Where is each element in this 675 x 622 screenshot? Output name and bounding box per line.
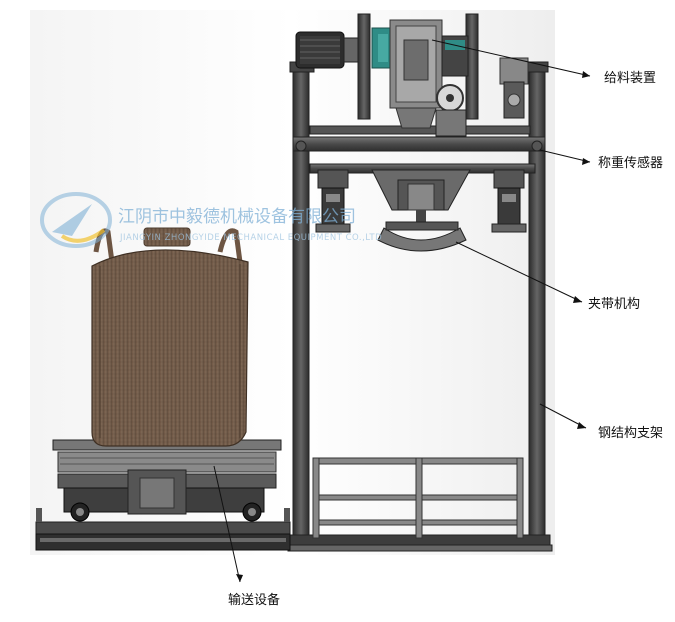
label-feeding-device: 给料装置 bbox=[604, 71, 656, 86]
company-logo-icon bbox=[40, 192, 112, 248]
label-steel-support: 钢结构支架 bbox=[598, 426, 663, 441]
watermark-company-en: JIANGYIN ZHONGYIDE MECHANICAL EQUIPMENT … bbox=[119, 233, 382, 243]
company-watermark: 江阴市中毅德机械设备有限公司 JIANGYIN ZHONGYIDE MECHAN… bbox=[40, 192, 382, 248]
steel-frame bbox=[287, 13, 553, 552]
conveying-equipment bbox=[35, 439, 291, 551]
watermark-company-cn: 江阴市中毅德机械设备有限公司 bbox=[118, 207, 356, 227]
callouts: 给料装置 称重传感器 夹带机构 钢结构支架 输送设备 bbox=[213, 39, 663, 608]
label-conveying-equipment: 输送设备 bbox=[228, 592, 280, 608]
feeding-device bbox=[295, 19, 529, 137]
label-weighing-sensor: 称重传感器 bbox=[598, 155, 663, 171]
label-clamping-mechanism: 夹带机构 bbox=[588, 297, 640, 312]
guard-rail bbox=[312, 457, 524, 539]
clamping-mechanism bbox=[315, 169, 527, 252]
bulk-bag bbox=[91, 227, 249, 447]
